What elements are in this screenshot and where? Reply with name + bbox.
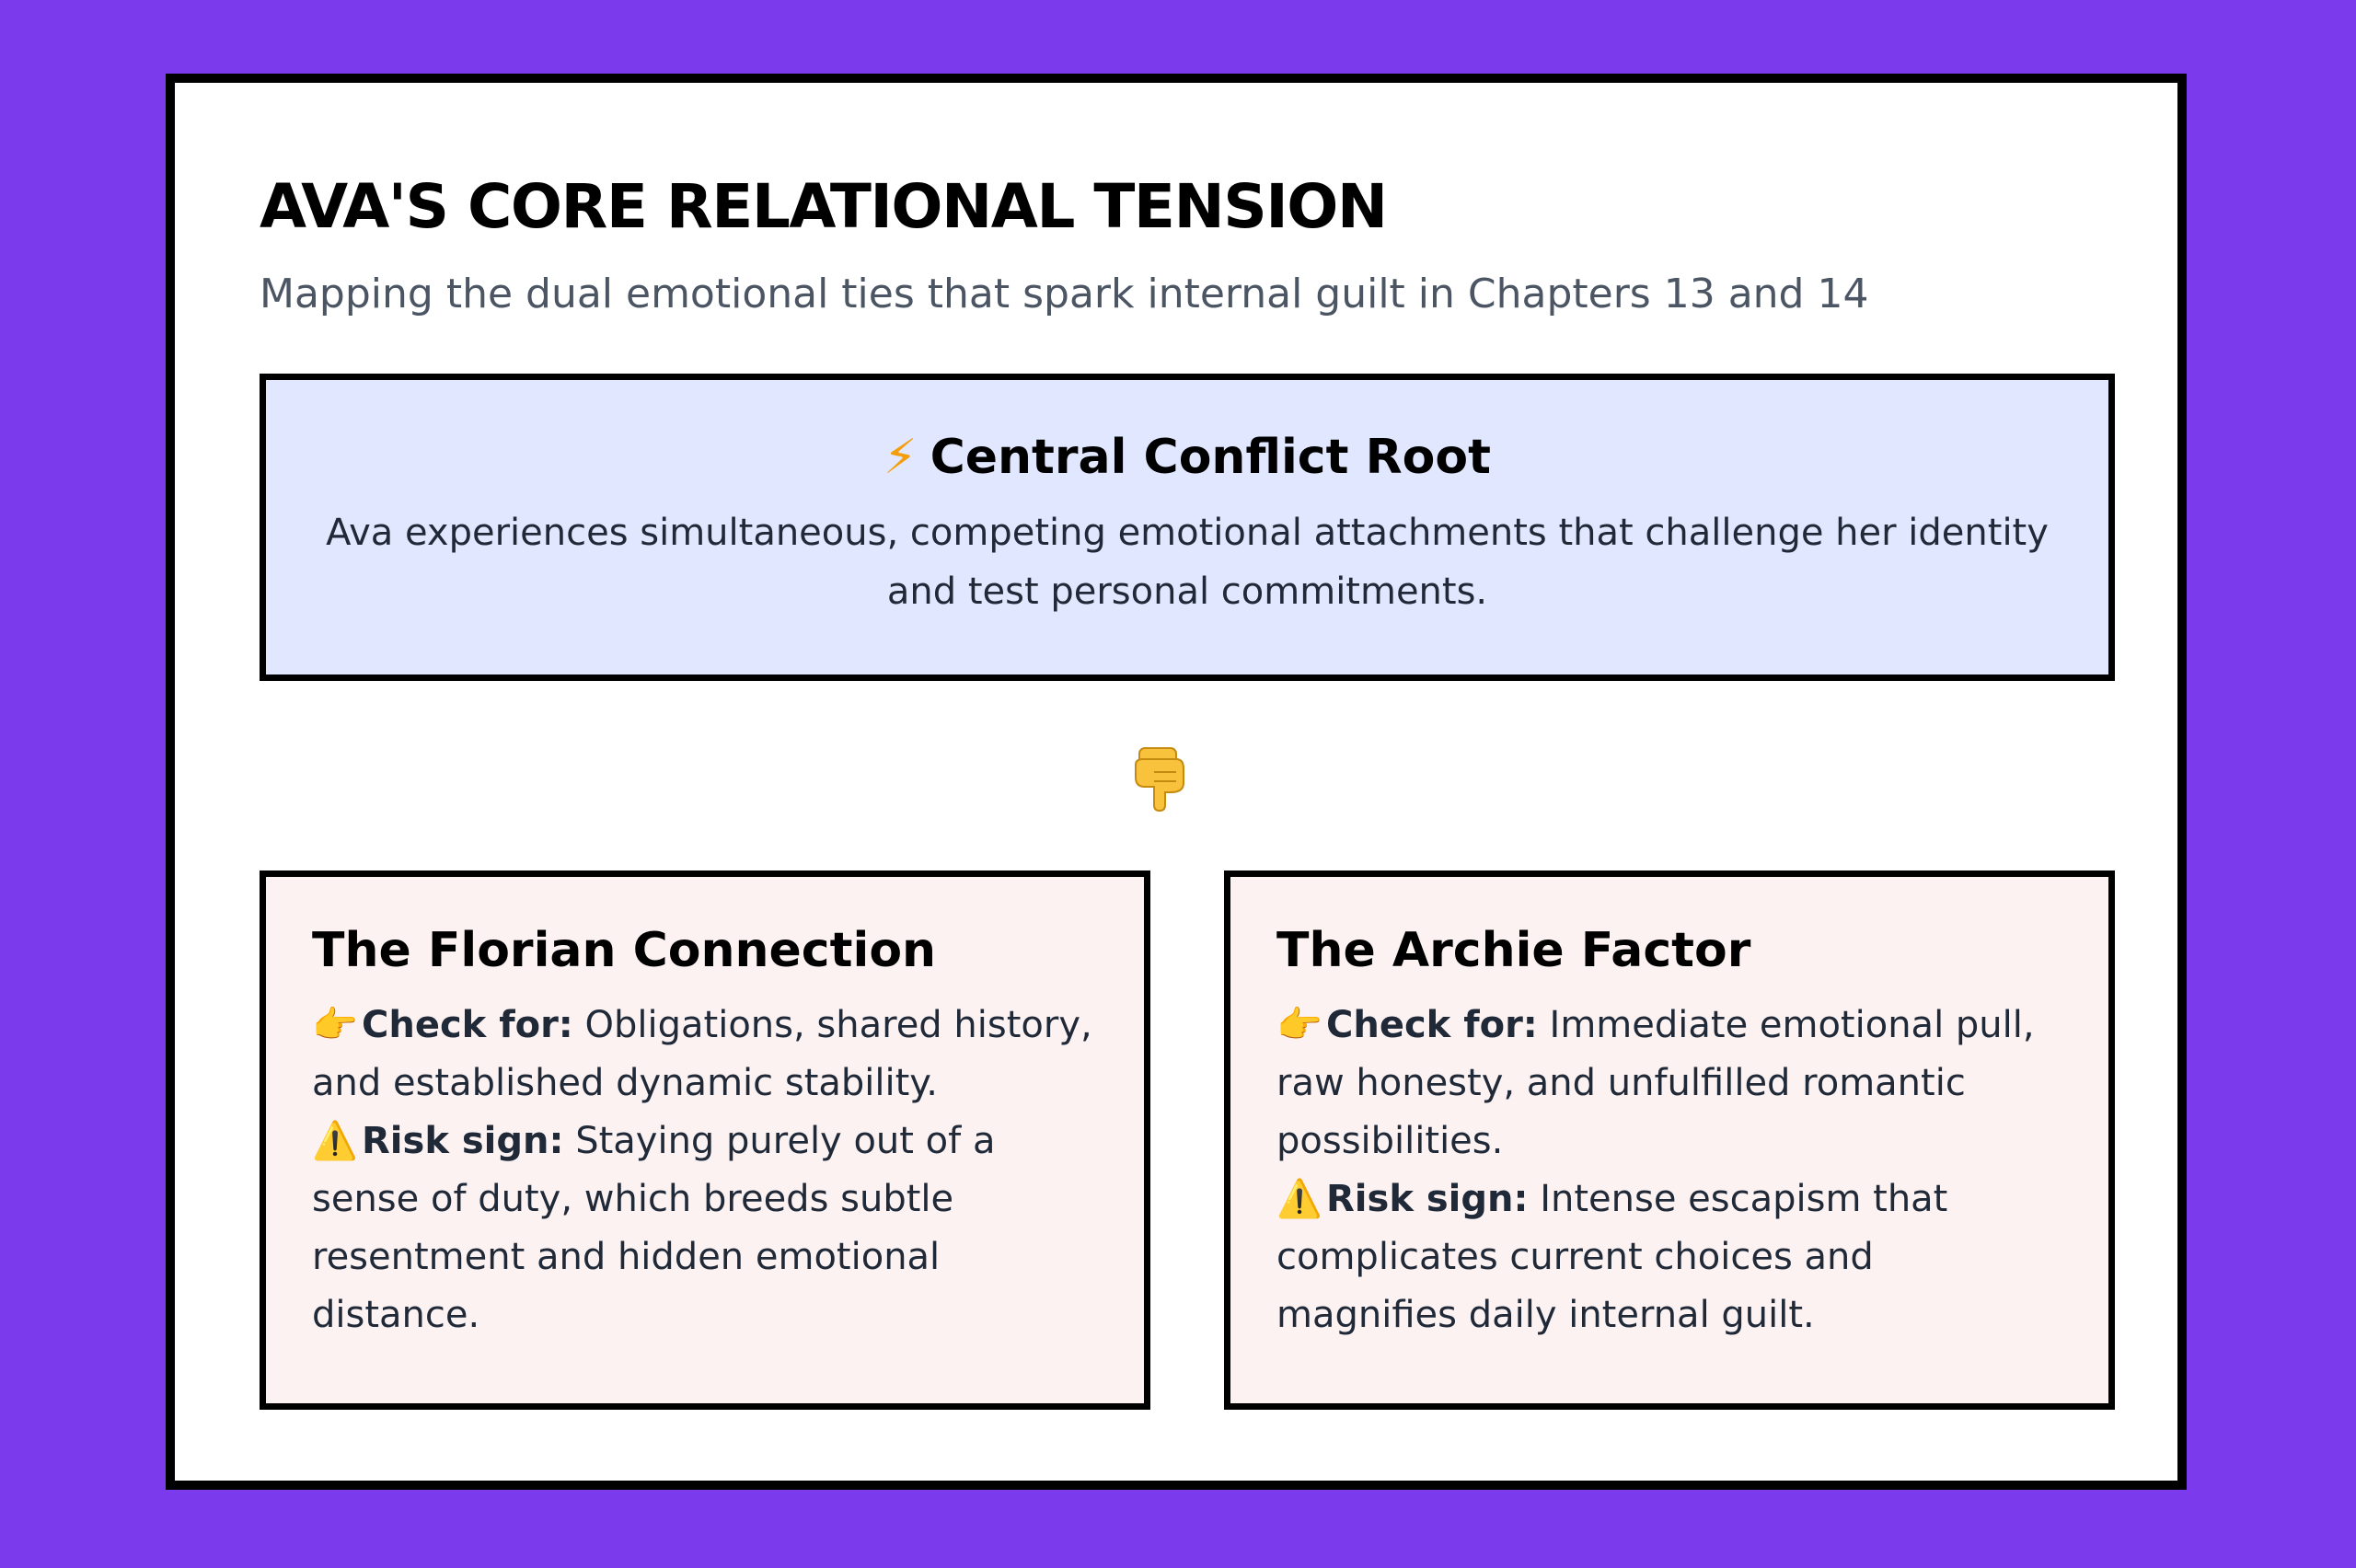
- page-title: AVA'S CORE RELATIONAL TENSION: [260, 171, 1388, 242]
- branch-details: 👉Check for: Immediate emotional pull, ra…: [1276, 997, 2062, 1344]
- branch-title: The Florian Connection: [312, 923, 937, 978]
- central-conflict-heading: ⚡Central Conflict Root: [266, 430, 2108, 485]
- central-conflict-box: ⚡Central Conflict Root Ava experiences s…: [260, 374, 2115, 681]
- risk-sign-label: Risk sign:: [362, 1120, 564, 1162]
- risk-sign-text: Staying purely out of a sense of duty, w…: [312, 1120, 996, 1336]
- lightning-icon: ⚡: [884, 430, 918, 485]
- central-conflict-title: Central Conflict Root: [930, 430, 1491, 485]
- check-for-label: Check for:: [362, 1004, 573, 1046]
- pointing-right-hand-icon: 👉: [312, 1004, 358, 1046]
- branch-title: The Archie Factor: [1276, 923, 1751, 978]
- check-for-text: Obligations, shared history, and establi…: [312, 1004, 1092, 1104]
- warning-icon: ⚠️: [312, 1120, 358, 1162]
- check-for-label: Check for:: [1326, 1004, 1538, 1046]
- risk-sign-text: Intense escapism that complicates curren…: [1276, 1178, 1948, 1336]
- diagram-card: AVA'S CORE RELATIONAL TENSION Mapping th…: [166, 74, 2187, 1490]
- pointing-down-hand-icon: [1135, 747, 1184, 813]
- branch-details: 👉Check for: Obligations, shared history,…: [312, 997, 1098, 1344]
- pointing-right-hand-icon: 👉: [1276, 1004, 1322, 1046]
- check-for-text: Immediate emotional pull, raw honesty, a…: [1276, 1004, 2035, 1162]
- risk-sign-label: Risk sign:: [1326, 1178, 1529, 1220]
- branch-archie-factor: The Archie Factor 👉Check for: Immediate …: [1224, 870, 2115, 1410]
- central-conflict-description: Ava experiences simultaneous, competing …: [326, 512, 2049, 613]
- page-subtitle: Mapping the dual emotional ties that spa…: [260, 271, 1869, 317]
- branch-florian-connection: The Florian Connection 👉Check for: Oblig…: [260, 870, 1150, 1410]
- warning-icon: ⚠️: [1276, 1178, 1322, 1220]
